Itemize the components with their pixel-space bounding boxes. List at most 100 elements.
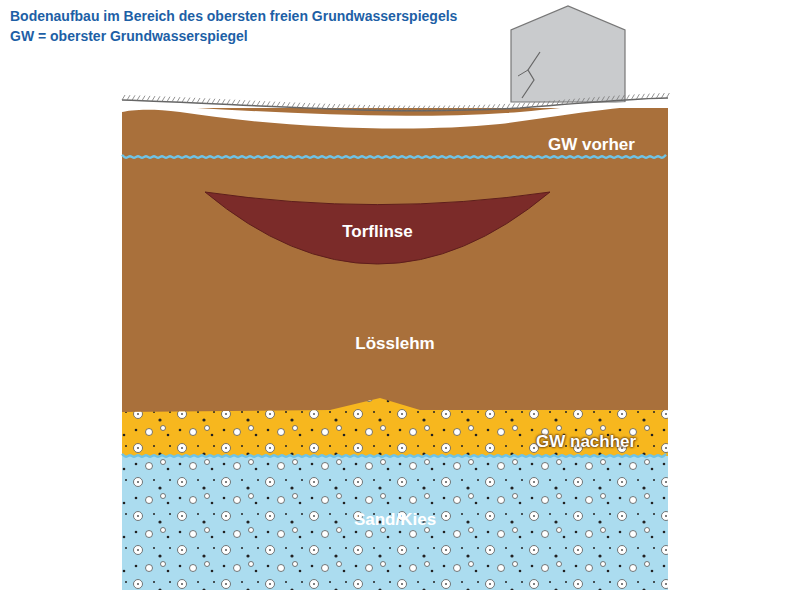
hatch-stroke (462, 105, 465, 110)
hatch-stroke (412, 106, 415, 111)
hatch-stroke (367, 105, 370, 110)
sand-gravel-band: Sand/Kies (122, 460, 668, 590)
hatch-stroke (422, 106, 425, 111)
groundwater-after: GW nachher (536, 432, 636, 452)
layer-name: Sand/Kies (122, 510, 668, 530)
hatch-stroke (257, 101, 260, 106)
hatch-stroke (377, 105, 380, 110)
saturated-layer (122, 456, 668, 590)
hatch-stroke (582, 98, 585, 103)
hatch-stroke (292, 102, 295, 107)
hatch-stroke (557, 100, 560, 105)
hatch-stroke (307, 103, 310, 108)
layer-name: Lösslehm (122, 334, 668, 354)
groundwater-before: GW vorher (548, 135, 635, 155)
hatch-stroke (616, 95, 619, 100)
settlement-gap (122, 100, 668, 128)
hatch-stroke (242, 100, 245, 105)
hatch-stroke (162, 96, 165, 101)
hatch-stroke (522, 103, 525, 108)
loess-band: Lösslehm Torflinse (122, 118, 668, 406)
hatch-stroke (207, 99, 210, 104)
subtitle-note: GW = oberster Grundwasserspiegel (10, 28, 248, 44)
title: Bodenaufbau im Bereich des obersten frei… (10, 8, 457, 24)
saturated-texture (122, 456, 668, 590)
hatch-stroke (532, 102, 535, 107)
hatch-stroke (507, 104, 510, 109)
hatch-stroke (621, 95, 624, 100)
hatch-stroke (596, 97, 599, 102)
hatch-stroke (437, 106, 440, 111)
hatch-stroke (142, 96, 145, 101)
hatch-stroke (552, 100, 555, 105)
house (511, 6, 625, 102)
gravel-texture (122, 398, 668, 458)
hatch-stroke (327, 104, 330, 109)
hatch-stroke (387, 105, 390, 110)
hatch-stroke (517, 103, 520, 108)
hatch-stroke (656, 93, 659, 98)
hatch-stroke (167, 97, 170, 102)
layer-name: Torflinse (205, 222, 550, 242)
hatch-stroke (322, 104, 325, 109)
hatch-stroke (402, 106, 405, 111)
hatch-stroke (352, 105, 355, 110)
hatch-stroke (212, 99, 215, 104)
hatch-stroke (497, 104, 500, 109)
hatch-stroke (177, 97, 180, 102)
groundwater-level (122, 454, 666, 457)
hatch-stroke (601, 96, 604, 101)
hatch-stroke (262, 101, 265, 106)
hatch-stroke (452, 105, 455, 110)
hatch-stroke (442, 106, 445, 111)
hatch-stroke (427, 106, 430, 111)
hatch-stroke (372, 105, 375, 110)
hatch-stroke (646, 94, 649, 99)
hatch-stroke (187, 98, 190, 103)
hatch-stroke (527, 102, 530, 107)
hatch-stroke (472, 105, 475, 110)
hatch-stroke (192, 98, 195, 103)
hatch-stroke (611, 96, 614, 101)
peat-lens: Torflinse (205, 192, 550, 264)
hatch-stroke (482, 105, 485, 110)
hatch-stroke (467, 105, 470, 110)
hatch-stroke (252, 101, 255, 106)
hatch-stroke (317, 104, 320, 109)
gravel-layer (122, 398, 668, 458)
hatch-stroke (641, 94, 644, 99)
hatch-stroke (502, 104, 505, 109)
hatch-stroke (537, 102, 540, 107)
hatch-stroke (182, 97, 185, 102)
hatch-stroke (152, 96, 155, 101)
hatch-stroke (347, 105, 350, 110)
hatch-stroke (666, 93, 669, 98)
hatch-stroke (562, 100, 565, 105)
hatch-stroke (542, 101, 545, 106)
hatch-stroke (357, 105, 360, 110)
hatch-stroke (636, 94, 639, 99)
hatch-stroke (626, 95, 629, 100)
hatch-stroke (132, 95, 135, 100)
hatch-stroke (392, 105, 395, 110)
hatch-stroke (567, 99, 570, 104)
hatch-stroke (492, 104, 495, 109)
hatch-stroke (127, 95, 130, 100)
hatch-stroke (332, 104, 335, 109)
hatch-stroke (397, 106, 400, 111)
lens-shape (205, 192, 550, 264)
hatch-stroke (631, 94, 634, 99)
hatch-stroke (407, 106, 410, 111)
hatch-stroke (337, 104, 340, 109)
hatch-stroke (137, 96, 140, 101)
hatch-stroke (202, 98, 205, 103)
ground-surface (122, 98, 668, 111)
hatch-stroke (487, 105, 490, 110)
hatch-stroke (277, 102, 280, 107)
hatch-stroke (591, 97, 594, 102)
groundwater-level (122, 155, 666, 158)
hatch-stroke (247, 100, 250, 105)
groundwater-lines (122, 155, 666, 457)
hatch-stroke (447, 106, 450, 111)
